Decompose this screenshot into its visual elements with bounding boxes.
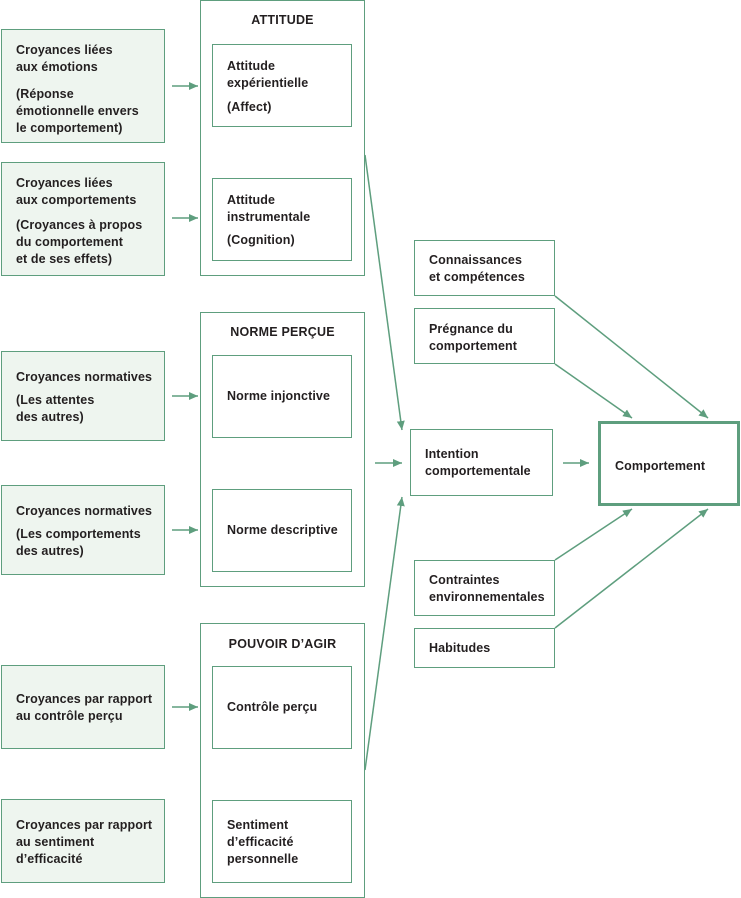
factor-habits-box: Habitudes xyxy=(414,628,555,668)
belief-behaviors-detail: (Croyances à propos du comportement et d… xyxy=(16,218,143,266)
attitude-instrumental-detail: (Cognition) xyxy=(227,233,295,247)
agency-control-label: Contrôle perçu xyxy=(227,700,318,714)
belief-normative-behaviors-box: Croyances normatives (Les comportements … xyxy=(1,485,165,575)
belief-control-box: Croyances par rapport au contrôle perçu xyxy=(1,665,165,749)
norm-descriptive-box: Norme descriptive xyxy=(212,489,352,572)
attitude-instrumental-box: Attitude instrumentale (Cognition) xyxy=(212,178,352,261)
attitude-experiential-detail: (Affect) xyxy=(227,100,272,114)
belief-emotions-box: Croyances liées aux émotions (Réponse ém… xyxy=(1,29,165,143)
factor-habits-label: Habitudes xyxy=(429,641,491,655)
intention-label: Intention comportementale xyxy=(425,447,531,478)
attitude-experiential-box: Attitude expérientielle (Affect) xyxy=(212,44,352,127)
belief-emotions-detail: (Réponse émotionnelle envers le comporte… xyxy=(16,87,139,135)
arrow-constraints-to-behavior xyxy=(554,508,633,561)
norm-injunctive-box: Norme injonctive xyxy=(212,355,352,438)
agency-efficacy-box: Sentiment d’efficacité personnelle xyxy=(212,800,352,883)
factor-salience-box: Prégnance du comportement xyxy=(414,308,555,364)
arrow-knowledge-to-behavior xyxy=(554,295,709,419)
agency-control-box: Contrôle perçu xyxy=(212,666,352,749)
factor-knowledge-label: Connaissances et compétences xyxy=(429,253,525,284)
factor-constraints-box: Contraintes environnementales xyxy=(414,560,555,616)
belief-normative-expectations-box: Croyances normatives (Les attentes des a… xyxy=(1,351,165,441)
belief-efficacy-title: Croyances par rapport au sentiment d’eff… xyxy=(16,818,153,866)
factor-salience-label: Prégnance du comportement xyxy=(429,322,518,353)
belief-normative-behaviors-detail: (Les comportements des autres) xyxy=(16,527,141,558)
belief-control-title: Croyances par rapport au contrôle perçu xyxy=(16,692,153,723)
arrow-habits-to-behavior xyxy=(554,508,709,629)
belief-emotions-title: Croyances liées aux émotions xyxy=(16,43,113,74)
belief-efficacy-box: Croyances par rapport au sentiment d’eff… xyxy=(1,799,165,883)
intention-box: Intention comportementale xyxy=(410,429,553,496)
belief-behaviors-title: Croyances liées aux comportements xyxy=(16,176,137,207)
behavior-box: Comportement xyxy=(598,421,740,506)
arrow-attitude-to-intention xyxy=(364,154,405,431)
attitude-instrumental-title: Attitude instrumentale xyxy=(227,193,311,224)
attitude-experiential-title: Attitude expérientielle xyxy=(227,59,309,90)
arrow-salience-to-behavior xyxy=(554,363,633,419)
attitude-group-title: ATTITUDE xyxy=(251,13,314,27)
norm-descriptive-label: Norme descriptive xyxy=(227,523,338,537)
belief-normative-expectations-detail: (Les attentes des autres) xyxy=(16,393,95,424)
factor-knowledge-box: Connaissances et compétences xyxy=(414,240,555,296)
belief-normative-expectations-title: Croyances normatives xyxy=(16,370,153,384)
belief-normative-behaviors-title: Croyances normatives xyxy=(16,504,153,518)
factor-constraints-label: Contraintes environnementales xyxy=(429,573,545,604)
norm-group-title: NORME PERÇUE xyxy=(230,325,335,339)
behavior-label: Comportement xyxy=(615,459,706,473)
agency-group-title: POUVOIR D’AGIR xyxy=(228,637,337,651)
agency-efficacy-label: Sentiment d’efficacité personnelle xyxy=(227,818,299,866)
belief-behaviors-box: Croyances liées aux comportements (Croya… xyxy=(1,162,165,276)
arrow-agency-to-intention xyxy=(364,496,405,771)
norm-injunctive-label: Norme injonctive xyxy=(227,389,331,403)
